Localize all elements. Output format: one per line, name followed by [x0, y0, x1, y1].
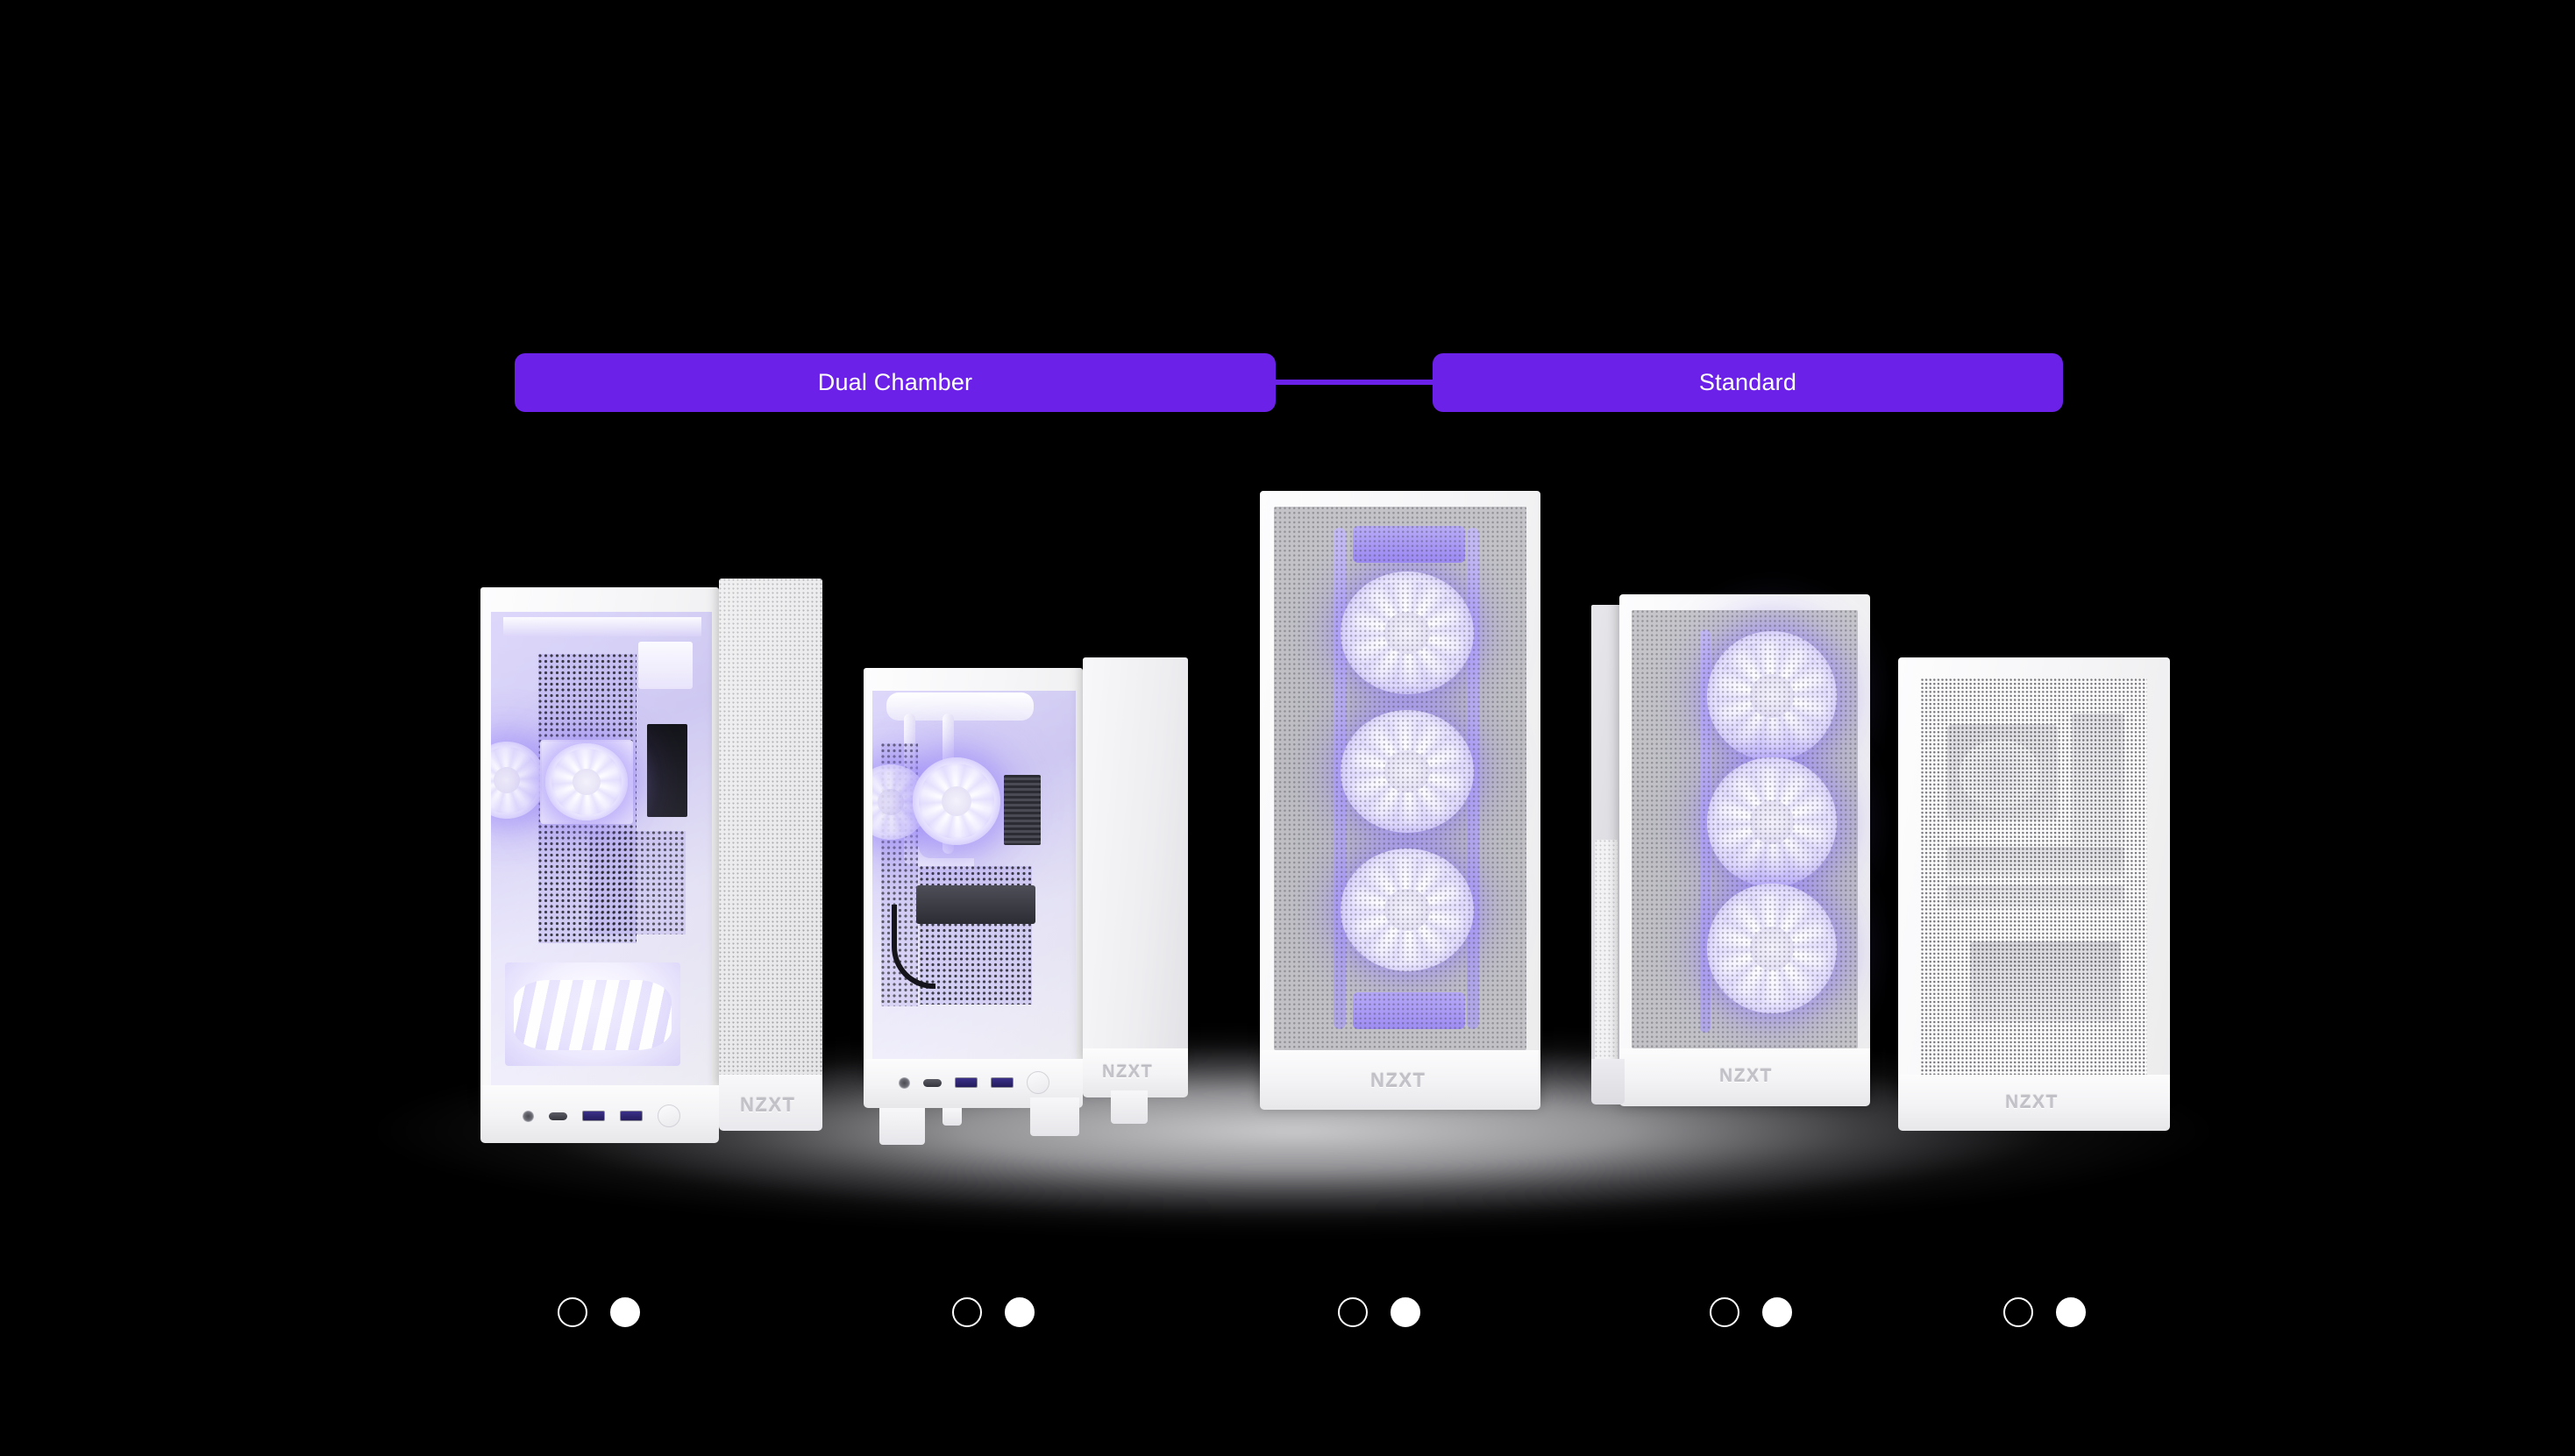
power-button[interactable] — [1027, 1071, 1049, 1094]
case-1-front-io[interactable] — [523, 1104, 680, 1127]
case-2-glass-panel — [872, 691, 1076, 1059]
tab-standard-label: Standard — [1698, 369, 1797, 395]
swatch-case-1-white[interactable] — [610, 1297, 640, 1327]
tab-dual-chamber-label: Dual Chamber — [817, 369, 973, 395]
swatch-group-case-5 — [2003, 1297, 2086, 1327]
tab-standard[interactable]: Standard — [1433, 353, 2063, 412]
swatch-group-case-4 — [1710, 1297, 1792, 1327]
swatch-case-5-white[interactable] — [2056, 1297, 2086, 1327]
case-4-nzxt-logo: NZXT — [1719, 1066, 1773, 1086]
case-2-nzxt-logo: NZXT — [1102, 1062, 1154, 1082]
case-2-foot — [1111, 1090, 1148, 1124]
case-3-base — [1260, 1050, 1540, 1110]
case-5-nzxt-logo: NZXT — [2005, 1092, 2059, 1112]
usb-a-port-icon[interactable] — [620, 1111, 643, 1121]
tab-dual-chamber[interactable]: Dual Chamber — [515, 353, 1276, 412]
case-1-mesh-panel — [719, 579, 822, 1085]
case-3-fan — [1341, 710, 1474, 833]
swatch-case-3-white[interactable] — [1391, 1297, 1420, 1327]
case-3-fan — [1341, 572, 1474, 694]
product-case-2[interactable]: NZXT — [864, 657, 1201, 1166]
color-swatch-row — [0, 1297, 2575, 1394]
swatch-group-case-2 — [952, 1297, 1035, 1327]
product-case-4[interactable]: NZXT — [1591, 594, 1881, 1155]
audio-jack-icon[interactable] — [899, 1076, 910, 1089]
case-4-fan — [1707, 757, 1837, 887]
case-3-nzxt-logo: NZXT — [1370, 1069, 1426, 1091]
product-case-1[interactable]: NZXT — [480, 579, 831, 1157]
case-2-foot — [879, 1108, 925, 1145]
category-tab-bar: Dual Chamber Standard — [0, 353, 2575, 415]
swatch-case-2-black[interactable] — [952, 1297, 982, 1327]
swatch-group-case-1 — [558, 1297, 640, 1327]
case-2-side-panel — [1083, 657, 1188, 1061]
case-2-foot — [1030, 1097, 1079, 1136]
usb-a-port-icon[interactable] — [991, 1077, 1014, 1088]
swatch-case-3-black[interactable] — [1338, 1297, 1368, 1327]
usb-c-port-icon[interactable] — [923, 1078, 942, 1087]
tab-connector-line — [1276, 380, 1433, 385]
case-4-fan — [1707, 884, 1837, 1013]
case-3-fan — [1341, 849, 1474, 971]
product-case-3[interactable]: NZXT — [1260, 491, 1549, 1157]
swatch-group-case-3 — [1338, 1297, 1420, 1327]
usb-c-port-icon[interactable] — [549, 1112, 567, 1120]
audio-jack-icon[interactable] — [523, 1110, 534, 1122]
swatch-case-1-black[interactable] — [558, 1297, 587, 1327]
case-5-base — [1898, 1075, 2170, 1131]
usb-a-port-icon[interactable] — [955, 1077, 978, 1088]
case-4-fan — [1707, 631, 1837, 761]
case-1-glass-panel — [491, 612, 712, 1085]
swatch-case-2-white[interactable] — [1005, 1297, 1035, 1327]
swatch-case-5-black[interactable] — [2003, 1297, 2033, 1327]
case-2-front-io[interactable] — [899, 1071, 1049, 1094]
swatch-case-4-white[interactable] — [1762, 1297, 1792, 1327]
swatch-case-4-black[interactable] — [1710, 1297, 1739, 1327]
product-case-5[interactable]: NZXT — [1898, 657, 2179, 1148]
usb-a-port-icon[interactable] — [582, 1111, 605, 1121]
product-lineup: NZXT — [0, 491, 2575, 1245]
case-2-foot — [943, 1108, 962, 1126]
case-4-base — [1619, 1048, 1870, 1106]
case-1-nzxt-logo: NZXT — [740, 1094, 796, 1116]
power-button[interactable] — [658, 1104, 680, 1127]
